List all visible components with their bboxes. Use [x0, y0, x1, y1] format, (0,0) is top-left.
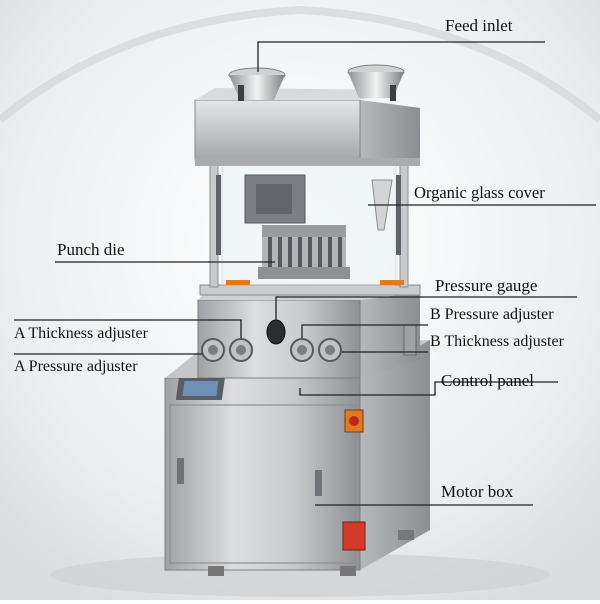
mid-body-side: [360, 292, 420, 378]
top-housing-bottom-rail: [195, 158, 420, 166]
door-latch-left: [177, 458, 184, 484]
a-pressure-adjuster-knob: [201, 338, 225, 362]
label-feed-inlet: Feed inlet: [445, 16, 513, 35]
leader-control-panel: [299, 381, 558, 396]
top-housing-front: [194, 99, 361, 161]
control-panel-screen: [182, 381, 219, 396]
leader-pressure-gauge: [275, 296, 577, 320]
feed-inlet-bowl-right: [347, 64, 405, 101]
feed-inlet-bowl-left: [228, 67, 286, 101]
motor-box-door: [169, 404, 356, 564]
punch-die-turret: [258, 225, 350, 279]
b-thickness-adjuster-knob: [318, 338, 342, 362]
orange-handle-right: [380, 280, 404, 285]
b-pressure-adjuster-knob: [290, 338, 314, 362]
label-a-thickness-adjuster: A Thickness adjuster: [14, 325, 148, 342]
label-punch-die: Punch die: [57, 240, 125, 259]
work-table: [199, 284, 421, 296]
leader-b-pressure-adjuster: [301, 324, 428, 338]
label-organic-glass-cover: Organic glass cover: [414, 183, 545, 202]
gas-strut-right: [396, 175, 401, 255]
leader-a-thickness-adjuster: [14, 319, 242, 338]
gas-strut-left: [216, 175, 221, 255]
leader-feed-inlet: [257, 41, 545, 72]
top-housing-side: [360, 100, 420, 165]
label-b-pressure-adjuster: B Pressure adjuster: [430, 306, 554, 323]
motor-box-side: [360, 340, 430, 570]
label-a-pressure-adjuster: A Pressure adjuster: [14, 358, 138, 375]
a-thickness-adjuster-knob: [229, 338, 253, 362]
door-latch-right: [315, 470, 322, 496]
motor-box-front: [164, 377, 361, 571]
foot-back: [398, 530, 414, 540]
pillar-right: [399, 164, 409, 288]
label-b-thickness-adjuster: B Thickness adjuster: [430, 333, 564, 350]
foot-right: [340, 566, 356, 576]
label-control-panel: Control panel: [441, 371, 535, 390]
side-handle: [403, 324, 417, 356]
upper-column-window: [256, 184, 292, 214]
label-pressure-gauge: Pressure gauge: [435, 276, 538, 295]
foot-left: [208, 566, 224, 576]
pressure-gauge-dial: [266, 319, 286, 345]
label-motor-box: Motor box: [441, 482, 514, 501]
power-switch-knob: [349, 416, 359, 426]
orange-handle-left: [226, 280, 250, 285]
background-arc-left: [0, 6, 301, 124]
e-stop-box: [342, 521, 366, 551]
